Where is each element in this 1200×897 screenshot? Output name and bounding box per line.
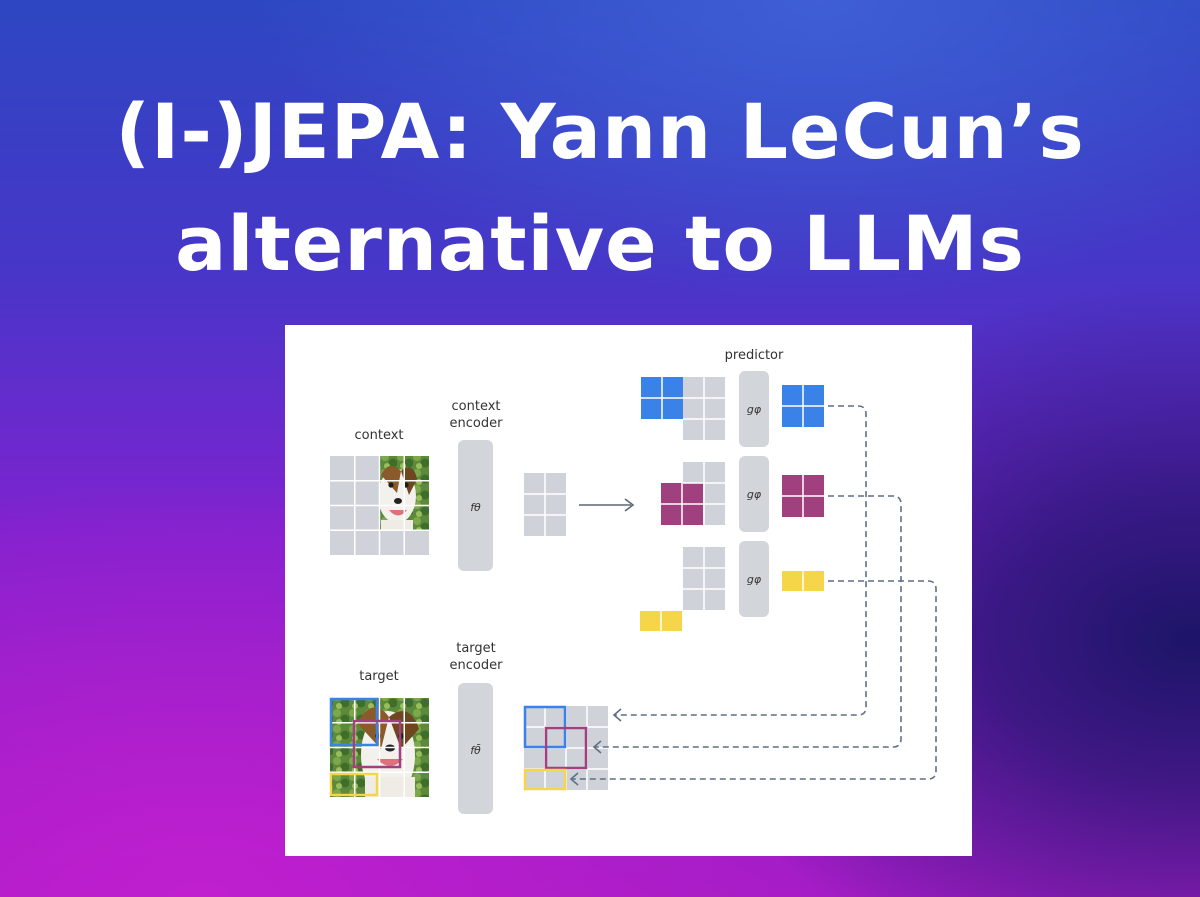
predicted-block-blue [782, 385, 824, 427]
predictor-input-grid-3 [640, 547, 725, 631]
predictor-label: predictor [725, 348, 784, 363]
dashed-loss-connections [572, 405, 937, 780]
predictor-1: gφ [739, 371, 769, 447]
context-encoder: fθ [458, 440, 493, 571]
context-image-grid [330, 456, 429, 555]
target-block-magenta-outline [352, 719, 402, 769]
arrowhead-yellow [569, 772, 579, 786]
target-label: target [359, 669, 399, 684]
target-image-grid [329, 697, 429, 797]
context-encoder-symbol: fθ [470, 501, 481, 514]
context-to-predictor-arrow [579, 498, 635, 512]
target-embedding-magenta-outline [544, 726, 588, 770]
title-line-2: alternative to LLMs [175, 199, 1025, 288]
arrowhead-magenta [592, 740, 602, 754]
page-title: (I-)JEPA: Yann LeCun’s alternative to LL… [0, 76, 1200, 300]
predictor-input-grid-2 [661, 462, 725, 525]
dashed-line-yellow [572, 580, 937, 780]
context-encoder-label-line1: context [452, 399, 501, 414]
context-embedding-grid [524, 473, 566, 536]
predictor-1-symbol: gφ [747, 403, 762, 416]
predictor-2: gφ [739, 456, 769, 532]
arrowhead-blue [612, 708, 622, 722]
dashed-line-magenta [595, 495, 902, 748]
title-line-1: (I-)JEPA: Yann LeCun’s [115, 87, 1085, 176]
predictor-3: gφ [739, 541, 769, 617]
jepa-diagram-panel: context context encoder predictor target… [285, 325, 972, 856]
predicted-block-magenta [782, 475, 824, 517]
target-embedding-yellow-outline [523, 768, 567, 791]
context-encoder-label-line2: encoder [450, 416, 504, 431]
target-block-yellow-outline [329, 772, 379, 797]
target-encoder-label-line1: target [456, 641, 496, 656]
context-label: context [355, 428, 404, 443]
predicted-block-yellow [782, 571, 824, 591]
predictor-3-symbol: gφ [747, 573, 762, 586]
target-encoder-symbol: fθ̄ [470, 744, 481, 757]
dashed-line-blue [615, 405, 867, 716]
predictor-input-grid-1 [641, 377, 725, 440]
jepa-diagram: context context encoder predictor target… [329, 348, 937, 814]
target-encoder-label-line2: encoder [450, 658, 504, 673]
target-encoder: fθ̄ [458, 683, 493, 814]
dashed-arrowheads [569, 708, 622, 786]
predictor-2-symbol: gφ [747, 488, 762, 501]
